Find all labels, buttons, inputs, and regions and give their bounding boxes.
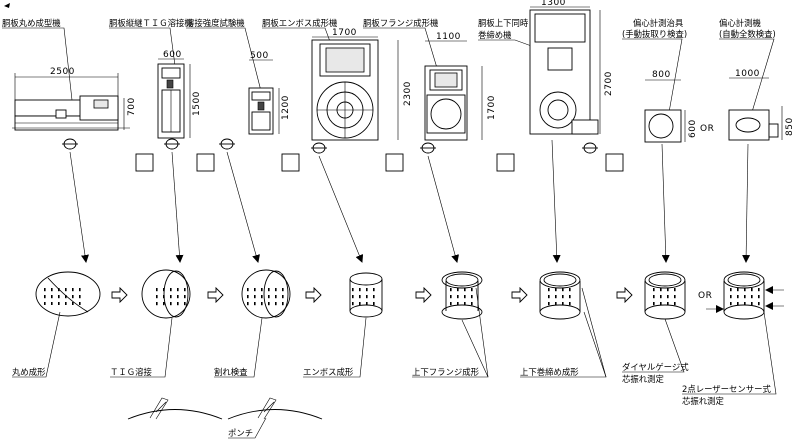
dim-emboss-width: 1700: [332, 28, 357, 38]
dim-emboss-height: 2300: [403, 81, 413, 106]
step-label-laser: 2点レーザーセンサー式芯振れ測定: [682, 384, 772, 406]
process-step-labels: 丸め成形 ＴＩＧ溶接 割れ検査 エンボス成形 上下フランジ成形 上下巻締め成形 …: [12, 287, 777, 406]
machine-label-flange: 胴板フランジ成形機: [363, 18, 439, 28]
workpiece-crack-check: [241, 269, 291, 319]
dim-seamer-width: 1300: [541, 0, 566, 8]
machine-strength-drawing: 500 1200: [219, 51, 291, 150]
step-label-rolling: 丸め成形: [12, 367, 46, 377]
station-symbol-6: [582, 142, 598, 154]
machine-emboss-drawing: 1700 2300: [311, 28, 413, 154]
workpiece-gauge-measure: [644, 271, 686, 320]
station-symbol-5: [420, 142, 436, 154]
station-symbol-1: [62, 138, 78, 150]
machine-label-seamer: 胴板上下同時巻締め機: [478, 18, 529, 40]
machine-label-rolling: 胴板丸め成型機: [2, 18, 61, 28]
machine-tig-drawing: 600 1500: [157, 50, 202, 150]
step-label-emboss: エンボス成形: [303, 367, 354, 377]
station-box-1: [135, 153, 154, 172]
dim-rolling-height: 700: [127, 97, 137, 116]
workpiece-tig: [141, 269, 191, 319]
dim-eccentric-height: 850: [785, 117, 795, 136]
step-label-flange: 上下フランジ成形: [412, 367, 480, 377]
step-label-crack: 割れ検査: [214, 367, 248, 377]
step-label-seaming: 上下巻締め成形: [520, 367, 579, 377]
machine-eccentric-drawing: 1000 850: [728, 69, 795, 141]
dim-strength-height: 1200: [281, 95, 291, 120]
machine-label-emboss: 胴板エンボス成形機: [262, 18, 338, 28]
station-box-4: [385, 153, 404, 172]
step-arrow-5: [511, 286, 528, 304]
station-symbol-3: [219, 138, 235, 150]
machine-label-gauge-jig: 偏心計測治具(手動抜取り検査): [622, 18, 687, 39]
flow-arrows-down: [69, 139, 751, 263]
machine-label-eccentric-meter: 偏心計測機(自動全数検査): [719, 18, 776, 39]
station-box-5: [496, 153, 515, 172]
machine-seamer-drawing: 1300 2700: [529, 0, 614, 154]
machine-gauge-jig-drawing: 800 600: [644, 70, 698, 143]
dim-tig-height: 1500: [192, 91, 202, 116]
dim-gauge-height: 600: [688, 119, 698, 138]
punch-detail: ポンチ: [127, 397, 323, 439]
or-label-top: OR: [700, 124, 714, 134]
step-arrow-6: [616, 286, 633, 304]
or-label-bottom: OR: [698, 291, 712, 301]
machine-label-tig: 胴板縦継ＴＩＧ溶接機: [109, 18, 193, 28]
machine-rolling-drawing: 2500 700: [12, 67, 137, 150]
workpiece-seamed: [539, 271, 581, 320]
step-arrow-3: [305, 286, 322, 304]
workpiece-flange: [441, 271, 483, 320]
dim-gauge-width: 800: [652, 70, 671, 80]
workpiece-rolled: [35, 271, 101, 317]
dim-seamer-height: 2700: [604, 71, 614, 96]
dim-strength-width: 500: [250, 51, 269, 61]
step-arrow-4: [415, 286, 432, 304]
workpiece-emboss: [349, 272, 383, 318]
step-arrow-2: [207, 286, 224, 304]
corner-mark: [4, 3, 10, 8]
machine-labels: 胴板丸め成型機 胴板縦継ＴＩＧ溶接機 溶接強度試験機 胴板エンボス成形機 胴板フ…: [2, 18, 776, 119]
dim-eccentric-width: 1000: [735, 69, 760, 79]
station-boxes: [135, 153, 624, 172]
step-arrow-1: [111, 286, 128, 304]
step-label-tig: ＴＩＧ溶接: [110, 367, 152, 377]
station-box-3: [281, 153, 300, 172]
station-symbol-2: [164, 138, 180, 150]
station-symbol-4: [311, 142, 327, 154]
machine-label-strength: 溶接強度試験機: [186, 18, 245, 28]
dim-flange-height: 1700: [487, 95, 497, 120]
station-box-2: [196, 153, 215, 172]
machine-flange-drawing: 1100 1700: [420, 32, 497, 154]
dim-rolling-width: 2500: [50, 67, 75, 77]
step-label-gauge: ダイヤルゲージ式芯振れ測定: [622, 362, 689, 384]
workpiece-laser-measure: [706, 271, 784, 320]
punch-label: ポンチ: [228, 428, 253, 438]
dim-tig-width: 600: [163, 50, 182, 60]
dim-flange-width: 1100: [436, 32, 461, 42]
station-box-6: [605, 153, 624, 172]
